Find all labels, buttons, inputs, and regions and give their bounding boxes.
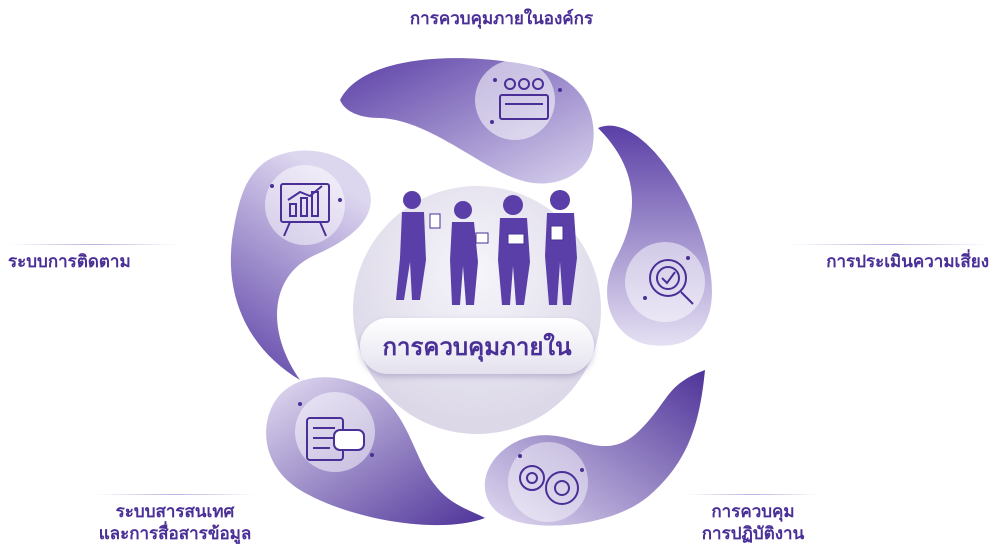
center-title-pill: การควบคุมภายใน: [360, 318, 594, 374]
component-label-control-environment: การควบคุมภายในองค์กร: [409, 9, 594, 29]
gears-icon: [519, 465, 579, 505]
component-label-risk-assessment: การประเมินความเสี่ยง: [789, 244, 989, 273]
petal-top: [340, 58, 594, 184]
component-label-control-activities: การควบคุม การปฏิบัติงาน: [668, 494, 838, 545]
board-meeting-icon: [499, 78, 549, 120]
risk-assessment-icon: [649, 259, 694, 305]
chart-monitoring-icon: [280, 183, 330, 237]
sparkle-decorations: [270, 78, 690, 472]
people-group-illustration: [396, 190, 577, 305]
information-chat-icon: [306, 417, 365, 461]
component-label-information-communication: ระบบสารสนเทศ และการสื่อสารข้อมูล: [70, 494, 280, 545]
component-label-monitoring: ระบบการติดตาม: [8, 244, 178, 273]
center-title: การควบคุมภายใน: [382, 332, 572, 361]
